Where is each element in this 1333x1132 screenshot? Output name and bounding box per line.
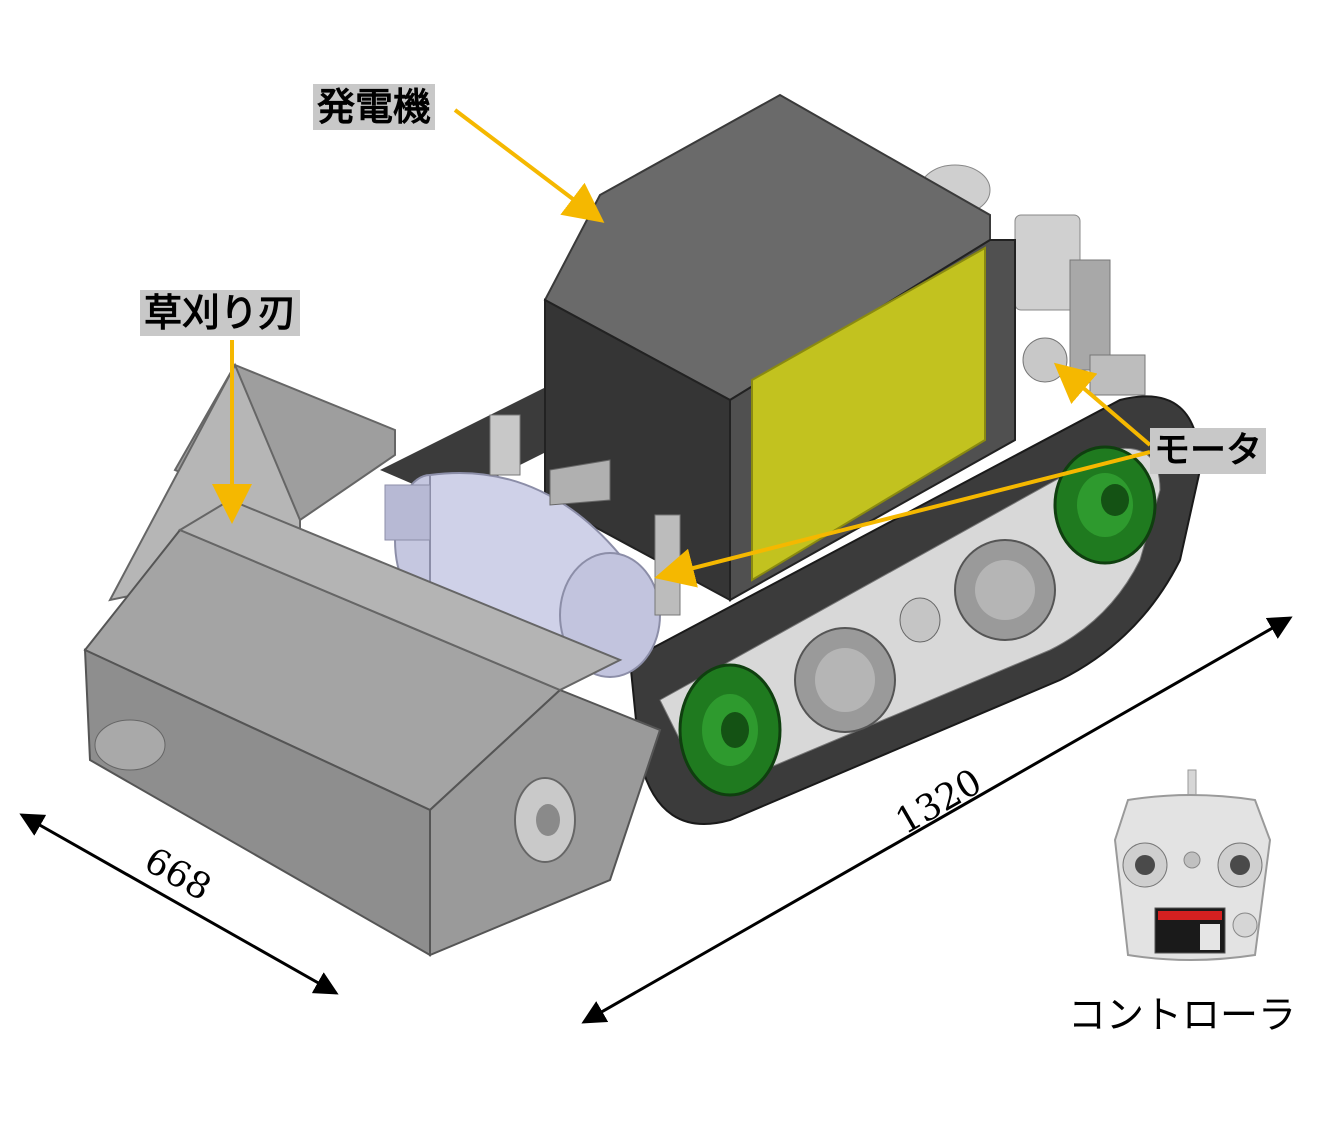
label-motor: モータ (1150, 428, 1267, 474)
label-mower-blade: 草刈り刃 (140, 290, 301, 336)
dimension-width-value: 668 (138, 840, 218, 909)
mower-deck (83, 362, 662, 957)
arrow-generator (453, 108, 605, 223)
arrow-motor-front (654, 450, 1151, 588)
leader-arrows (212, 108, 1152, 588)
dimension-length-value: 1320 (889, 761, 989, 842)
drive-sprocket-front (1053, 445, 1157, 565)
rear-motor-assembly (919, 164, 1146, 396)
rc-controller (1113, 769, 1272, 961)
label-generator: 発電機 (313, 84, 436, 130)
arrow-motor-rear (1053, 362, 1152, 447)
label-controller: コントローラ (1068, 993, 1297, 1037)
drive-motor (384, 414, 681, 678)
drive-sprocket-rear (678, 663, 782, 797)
